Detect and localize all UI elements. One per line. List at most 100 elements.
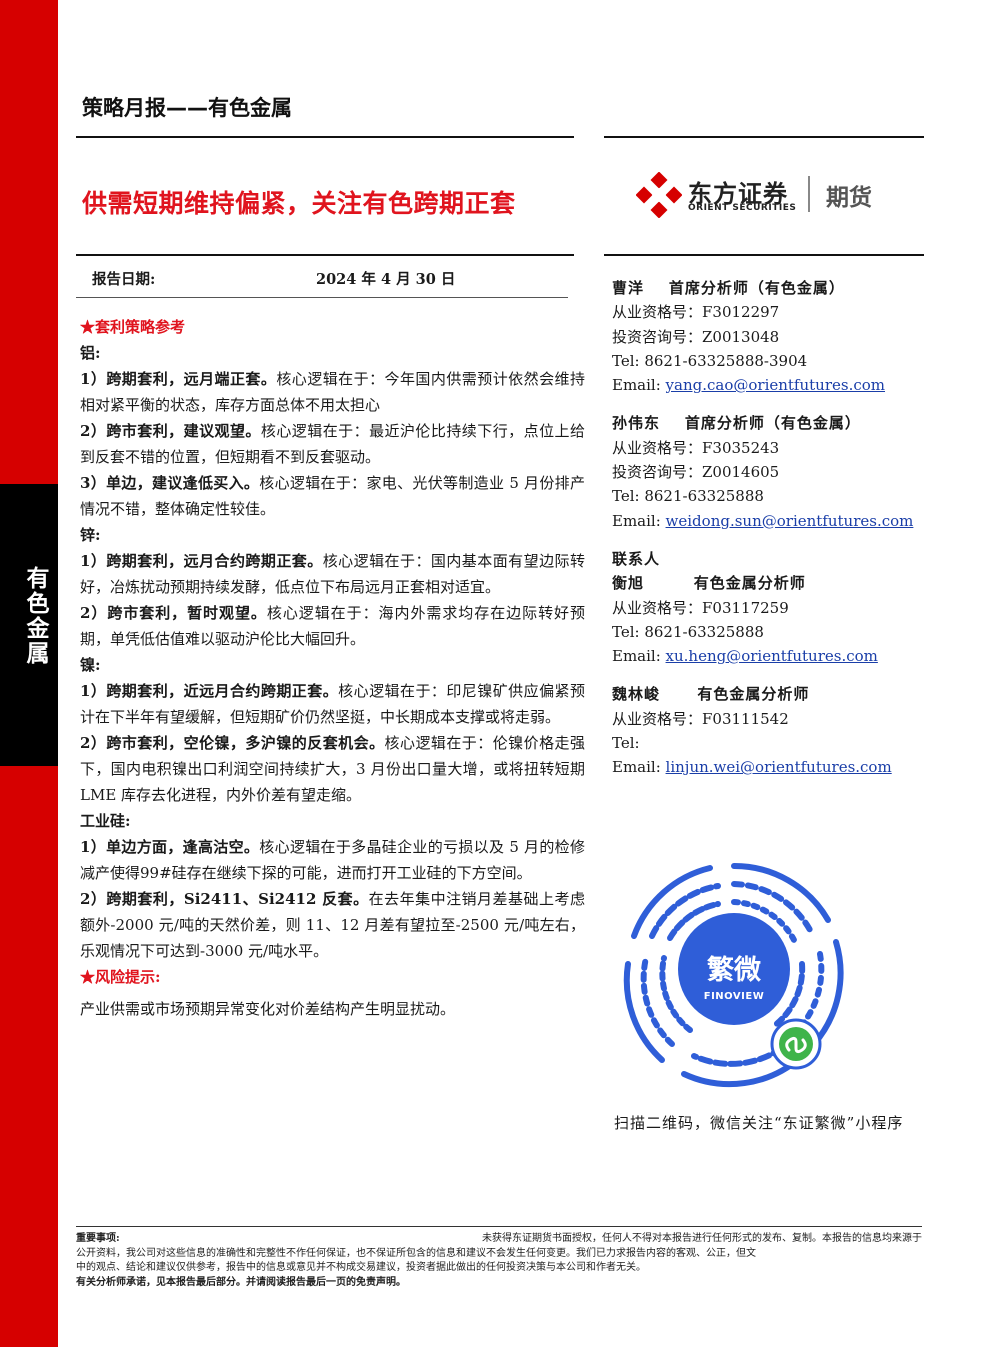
item-text: 核心逻辑在于：海内外需求均存在边际转好预期，单凭低估值难以驱动沪伦比大幅回升。 [80, 604, 585, 648]
footer-rule [76, 1226, 922, 1227]
strategy-item: 2）跨期套利，Si2411、Si2412 反套。在去年集中注销月差基础上考虑额外… [80, 886, 585, 964]
email-label: Email: [612, 376, 666, 395]
email-label: Email: [612, 647, 666, 666]
item-text: 核心逻辑在于多晶硅企业的亏损以及 5 月的检修减产使得99#硅存在继续下探的可能… [80, 838, 585, 882]
title-rule-right [604, 254, 924, 256]
qr-center-sub: FINOVIEW [703, 991, 765, 1002]
analyst-advisory: 投资咨询号：Z0013048 [612, 327, 780, 346]
section-name: 锌: [80, 526, 101, 544]
strategy-content: ★套利策略参考 铝: 1）跨期套利，远月端正套。核心逻辑在于：今年国内供需预计依… [80, 314, 585, 1022]
email-label: Email: [612, 511, 666, 530]
analyst-title: 首席分析师（有色金属） [668, 279, 845, 297]
contact-cert: 从业资格号：F03117259 [612, 598, 789, 617]
contact-cert: 从业资格号：F03111542 [612, 709, 789, 728]
analyst-name-row: 曹洋 首席分析师（有色金属） [612, 276, 932, 300]
strategy-item: 1）跨期套利，远月端正套。核心逻辑在于：今年国内供需预计依然会维持相对紧平衡的状… [80, 366, 585, 418]
qr-caption: 扫描二维码，微信关注“东证繁微”小程序 [614, 1114, 904, 1132]
logo-name-cn: 东方证券 [688, 180, 788, 208]
logo-name-en: ORIENT SECURITIES [688, 203, 797, 213]
contact-tel: Tel: 8621-63325888 [612, 622, 764, 641]
contact-tel: Tel: [612, 734, 640, 753]
side-category-label: 有色金属 [22, 566, 48, 666]
contact-name-row: 魏林峻 有色金属分析师 [612, 682, 932, 706]
date-rule [76, 297, 568, 298]
disclaimer-line: 重要事项:未获得东证期货书面授权，任何人不得对本报告进行任何形式的发布、复制。本… [76, 1232, 922, 1247]
strategy-item: 2）跨市套利，建议观望。核心逻辑在于：最近沪伦比持续下行，点位上给到反套不错的位… [80, 418, 585, 470]
item-bold: 2）跨市套利，暂时观望。 [80, 604, 267, 622]
star-icon: ★ [80, 318, 96, 336]
company-logo: 东方证券 ORIENT SECURITIES 期货 [636, 172, 896, 220]
analyst-name: 孙伟东 [612, 414, 661, 433]
section-name: 铝: [80, 344, 101, 362]
item-text: 核心逻辑在于：今年国内供需预计依然会维持相对紧平衡的状态，库存方面总体不用太担心 [80, 370, 585, 414]
star-icon: ★ [80, 968, 96, 986]
analyst-email-link[interactable]: yang.cao@orientfutures.com [665, 376, 886, 395]
contact-email-link[interactable]: xu.heng@orientfutures.com [665, 647, 878, 666]
disclaimer-label: 重要事项: [76, 1233, 120, 1244]
item-bold: 1）跨期套利，远月合约跨期正套。 [80, 552, 323, 570]
report-date-value: 2024 年 4 月 30 日 [316, 271, 456, 288]
analyst-cert: 从业资格号：F3012297 [612, 303, 780, 322]
category-tab [0, 484, 58, 766]
item-bold: 2）跨期套利，Si2411、Si2412 反套。 [80, 890, 369, 908]
item-text: 核心逻辑在于：最近沪伦比持续下行，点位上给到反套不错的位置，但短期看不到反套驱动… [80, 422, 585, 466]
item-text: 在去年集中注销月差基础上考虑额外-2000 元/吨的天然价差，则 11、12 月… [80, 890, 585, 960]
risk-heading: ★风险提示: [80, 964, 585, 990]
analyst-panel: 曹洋 首席分析师（有色金属） 从业资格号：F3012297 投资咨询号：Z001… [612, 276, 932, 780]
analyst-email-row: Email: yang.cao@orientfutures.com [612, 373, 932, 397]
orient-logo-icon [636, 172, 682, 218]
logo-divider [808, 176, 810, 212]
header-rule-right [604, 136, 924, 138]
item-bold: 1）跨期套利，远月端正套。 [80, 370, 277, 388]
section-name: 工业硅: [80, 812, 131, 830]
strategy-item: 3）单边，建议逢低买入。核心逻辑在于：家电、光伏等制造业 5 月份排产情况不错，… [80, 470, 585, 522]
strategy-item: 2）跨市套利，空伦镍，多沪镍的反套机会。核心逻辑在于：伦镍价格走强下，国内电积镍… [80, 730, 585, 808]
analyst-email-link[interactable]: weidong.sun@orientfutures.com [665, 511, 914, 530]
disclaimer-line: 中的观点、结论和建议仅供参考，报告中的信息或意见并不构成交易建议，投资者据此做出… [76, 1262, 646, 1273]
analyst-email-row: Email: weidong.sun@orientfutures.com [612, 509, 932, 533]
strategy-item: 1）单边方面，逢高沽空。核心逻辑在于多晶硅企业的亏损以及 5 月的检修减产使得9… [80, 834, 585, 886]
risk-text: 产业供需或市场预期异常变化对价差结构产生明显扰动。 [80, 1000, 456, 1018]
qr-code[interactable]: 繁微 FINOVIEW [614, 854, 854, 1094]
qr-code-graphic [623, 862, 844, 1088]
contact-name-row: 衡旭 有色金属分析师 [612, 571, 932, 595]
analyst-tel: Tel: 8621-63325888-3904 [612, 351, 808, 370]
disclaimer-note-text: 有关分析师承诺，见本报告最后部分。并请阅读报告最后一页的免责声明。 [76, 1276, 406, 1288]
contacts-heading: 联系人 [612, 549, 661, 568]
disclaimer: 重要事项:未获得东证期货书面授权，任何人不得对本报告进行任何形式的发布、复制。本… [76, 1232, 922, 1290]
item-bold: 1）单边方面，逢高沽空。 [80, 838, 260, 856]
contact-title: 有色金属分析师 [697, 685, 810, 704]
analyst-cert: 从业资格号：F3035243 [612, 438, 780, 457]
analyst-advisory: 投资咨询号：Z0014605 [612, 463, 780, 482]
item-text: 核心逻辑在于：伦镍价格走强下，国内电积镍出口利润空间持续扩大，3 月份出口量大增… [80, 734, 585, 804]
risk-heading-text: 风险提示: [95, 968, 161, 986]
item-bold: 1）跨期套利，近远月合约跨期正套。 [80, 682, 339, 700]
item-text: 核心逻辑在于：国内基本面有望边际转好，冶炼扰动预期持续发酵，低点位下布局远月正套… [80, 552, 585, 596]
item-bold: 2）跨市套利，建议观望。 [80, 422, 261, 440]
logo-suffix: 期货 [826, 185, 872, 211]
email-label: Email: [612, 758, 666, 777]
section-name: 镍: [80, 656, 101, 674]
item-bold: 2）跨市套利，空伦镍，多沪镍的反套机会。 [80, 734, 385, 752]
strategy-item: 1）跨期套利，近远月合约跨期正套。核心逻辑在于：印尼镍矿供应偏紧预计在下半年有望… [80, 678, 585, 730]
disclaimer-line: 公开资料，我公司对这些信息的准确性和完整性不作任何保证，也不保证所包含的信息和建… [76, 1247, 756, 1259]
strategy-item: 2）跨市套利，暂时观望。核心逻辑在于：海内外需求均存在边际转好预期，单凭低估值难… [80, 600, 585, 652]
contact-email-row: Email: xu.heng@orientfutures.com [612, 644, 932, 668]
contact-name: 魏林峻 [612, 685, 661, 704]
analyst-tel: Tel: 8621-63325888 [612, 487, 764, 506]
qr-center-text: 繁微 [707, 955, 761, 986]
strategy-heading-text: 套利策略参考 [95, 318, 186, 336]
title-rule-left [76, 254, 574, 256]
item-bold: 3）单边，建议逢低买入。 [80, 474, 260, 492]
analyst-title: 首席分析师（有色金属） [684, 414, 861, 433]
analyst-name: 曹洋 [612, 279, 645, 297]
item-text: 核心逻辑在于：家电、光伏等制造业 5 月份排产情况不错，整体确定性较佳。 [80, 474, 585, 518]
header-rule-left [76, 136, 574, 138]
report-title: 供需短期维持偏紧，关注有色跨期正套 [82, 189, 516, 218]
strategy-item: 1）跨期套利，远月合约跨期正套。核心逻辑在于：国内基本面有望边际转好，冶炼扰动预… [80, 548, 585, 600]
contact-name: 衡旭 [612, 574, 645, 593]
strategy-heading: ★套利策略参考 [80, 314, 585, 340]
disclaimer-note: 有关分析师承诺，见本报告最后部分。并请阅读报告最后一页的免责声明。 [76, 1276, 922, 1291]
contact-email-link[interactable]: linjun.wei@orientfutures.com [665, 758, 892, 777]
item-text: 核心逻辑在于：印尼镍矿供应偏紧预计在下半年有望缓解，但短期矿价仍然坚挺，中长期成… [80, 682, 585, 726]
